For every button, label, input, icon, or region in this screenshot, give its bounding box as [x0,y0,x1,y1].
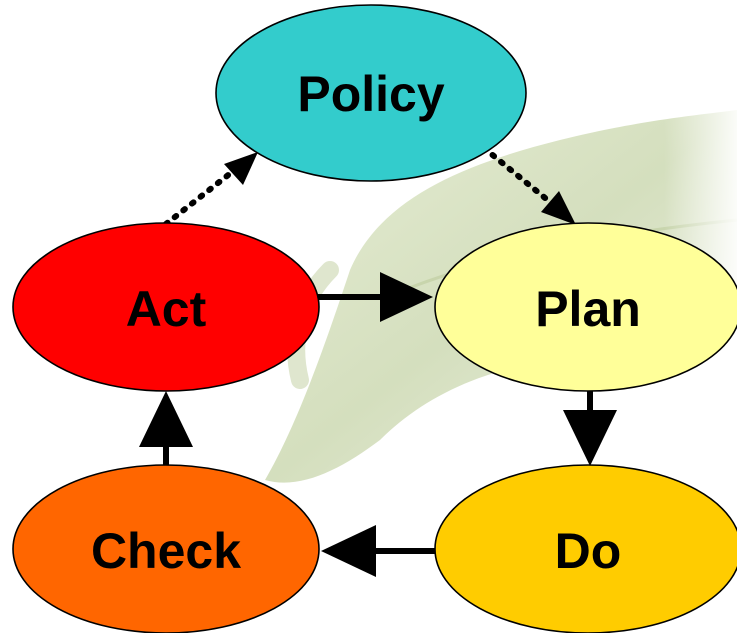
edge-act-to-plan [318,272,433,322]
node-policy: Policy [215,4,527,182]
arrowhead-policy [224,152,258,185]
plan-label: Plan [535,281,641,337]
edge-plan-to-do [563,390,617,466]
node-plan: Plan [434,222,737,392]
node-do: Do [434,464,737,633]
arrowhead-do [563,410,617,466]
node-check: Check [12,464,320,633]
arrowhead-act [139,391,193,447]
arrowhead-plan-left [380,272,433,322]
check-ellipse [12,464,320,633]
node-act: Act [12,222,320,392]
edge-do-to-check [321,525,440,577]
plan-ellipse [434,222,737,392]
check-label: Check [91,523,241,579]
do-label: Do [555,523,622,579]
edge-check-to-act [139,391,193,470]
policy-label: Policy [297,66,444,122]
act-ellipse [12,222,320,392]
connectors [139,145,617,577]
arrowhead-plan-top [541,191,576,225]
edge-policy-to-plan [481,145,576,225]
act-label: Act [126,281,207,337]
edge-act-to-policy [163,152,258,227]
do-ellipse [434,464,737,633]
policy-ellipse [215,4,527,182]
arrowhead-check [321,525,376,577]
